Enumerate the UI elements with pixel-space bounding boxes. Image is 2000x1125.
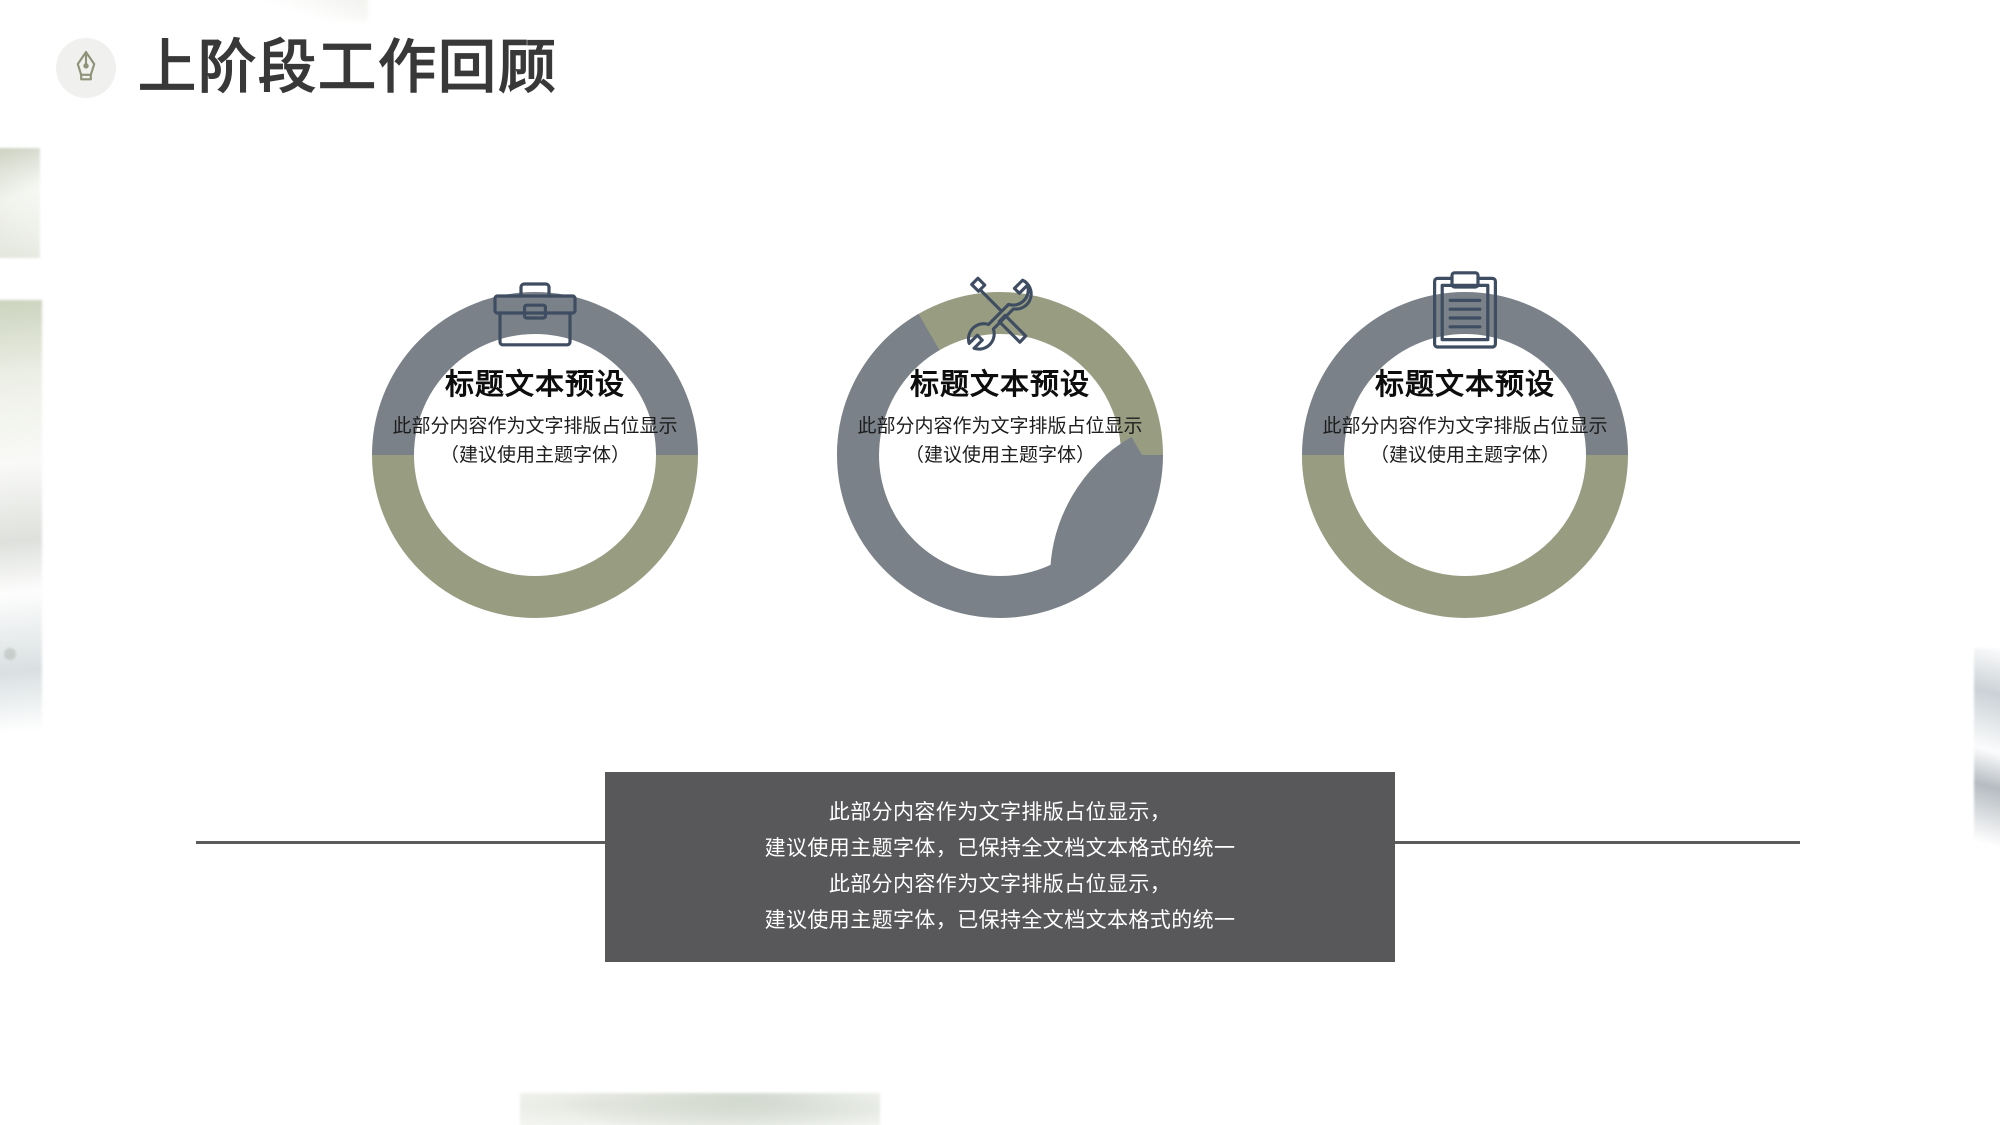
ring-1-arc-bottom (372, 454, 698, 618)
ring-card-2-note: （建议使用主题字体） (904, 444, 1095, 466)
ring-card-1-desc: 此部分内容作为文字排版占位显示 (392, 415, 678, 437)
note-line-3: 此部分内容作为文字排版占位显示， (828, 873, 1172, 896)
page-title: 上阶段工作回顾 (138, 35, 559, 100)
ring-3-arc-top (1302, 292, 1628, 456)
ring-2-arc-right-overlap (1050, 436, 1154, 579)
ring-card-1-note: （建议使用主题字体） (439, 444, 630, 466)
note-line-2: 建议使用主题字体，已保持全文档文本格式的统一 (764, 836, 1236, 860)
pen-nib-icon (69, 49, 103, 88)
ring-3-arcs (1302, 292, 1628, 618)
wrench-screwdriver-icon (957, 266, 1043, 352)
ring-card-3: 标题文本预设 此部分内容作为文字排版占位显示 （建议使用主题字体） (1275, 196, 1655, 470)
slide-header: 上阶段工作回顾 (56, 38, 558, 98)
ring-2-arc-left-overlap (837, 313, 941, 456)
note-line-4: 建议使用主题字体，已保持全文档文本格式的统一 (764, 909, 1236, 933)
ring-card-3-title: 标题文本预设 (1374, 369, 1555, 401)
ring-card-3-desc: 此部分内容作为文字排版占位显示 (1322, 415, 1608, 437)
ring-card-2-desc: 此部分内容作为文字排版占位显示 (857, 415, 1143, 437)
clipboard-icon (1429, 266, 1501, 352)
ring-card-1-title: 标题文本预设 (444, 369, 625, 401)
ring-card-1: 标题文本预设 此部分内容作为文字排版占位显示 （建议使用主题字体） (345, 196, 725, 470)
ring-card-2-title: 标题文本预设 (909, 369, 1090, 401)
note-line-1: 此部分内容作为文字排版占位显示， (828, 800, 1172, 824)
decorative-leaf-bottom (520, 1093, 880, 1125)
ring-2-arc-bottom (837, 454, 1163, 618)
toolbox-icon (489, 266, 581, 352)
decorative-leaf-top-left (248, 0, 368, 22)
ring-card-3-note: （建议使用主题字体） (1369, 444, 1560, 466)
title-badge (56, 38, 116, 98)
ring-card-2: 标题文本预设 此部分内容作为文字排版占位显示 （建议使用主题字体） (810, 196, 1190, 470)
note-box: 此部分内容作为文字排版占位显示， 建议使用主题字体，已保持全文档文本格式的统一 … (605, 772, 1395, 962)
rings-group: 标题文本预设 此部分内容作为文字排版占位显示 （建议使用主题字体） 标题文本预设… (0, 196, 2000, 736)
ring-3-arc-left-overlap (1302, 454, 1406, 597)
